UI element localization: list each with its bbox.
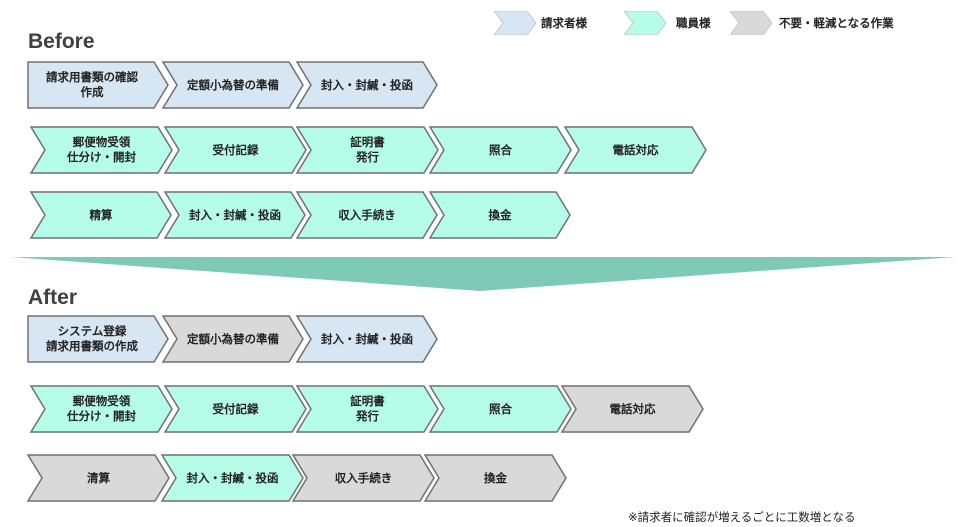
- step-label: 証明書 発行: [350, 394, 385, 423]
- chevron-shape: [29, 191, 172, 239]
- chevron-shape: [295, 315, 438, 363]
- step-label: 照合: [489, 401, 512, 416]
- step-label: 照合: [489, 142, 512, 157]
- legend-swatch-icon: [624, 11, 666, 35]
- chevron-shape: [163, 126, 307, 174]
- after-step: 清算: [26, 454, 170, 502]
- step-label: 封入・封緘・投函: [186, 470, 279, 485]
- chevron-shape: [428, 191, 571, 239]
- after-step: 照合: [428, 385, 572, 433]
- step-label: 清算: [87, 470, 110, 485]
- legend-swatch-icon: [494, 11, 536, 35]
- before-step: 照合: [428, 126, 572, 174]
- after-step: 受付記録: [163, 385, 307, 433]
- chevron-shape: [161, 61, 304, 109]
- step-label: 定額小為替の準備: [187, 77, 279, 92]
- after-step: 封入・封緘・投函: [160, 454, 304, 502]
- chevron-shape: [560, 385, 704, 433]
- step-label: システム登録 請求用書類の作成: [46, 324, 138, 353]
- after-step: 定額小為替の準備: [161, 315, 304, 363]
- step-label: 郵便物受領 仕分け・開封: [67, 135, 136, 164]
- step-label: 換金: [488, 207, 512, 222]
- step-label: 収入手続き: [338, 207, 396, 222]
- after-step: システム登録 請求用書類の作成: [27, 315, 169, 363]
- step-label: 電話対応: [609, 401, 656, 416]
- after-step: 換金: [423, 454, 567, 502]
- step-label: 封入・封緘・投函: [321, 77, 413, 92]
- after-step: 収入手続き: [291, 454, 435, 502]
- down-arrow-banner: [10, 257, 956, 291]
- before-step: 収入手続き: [295, 191, 438, 239]
- step-label: 電話対応: [612, 142, 659, 157]
- footnote: ※請求者に確認が増えるごとに工数増となる: [628, 510, 856, 524]
- after-step: 郵便物受領 仕分け・開封: [29, 385, 173, 433]
- step-label: 封入・封緘・投函: [321, 331, 413, 346]
- chevron-shape: [27, 61, 169, 109]
- chevron-shape: [27, 315, 169, 363]
- chevron-shape: [29, 126, 173, 174]
- chevron-shape: [563, 126, 707, 174]
- step-label: 請求用書類の確認 作成: [46, 70, 138, 99]
- before-step: 受付記録: [163, 126, 307, 174]
- legend-swatch-icon: [730, 11, 772, 35]
- step-label: 証明書 発行: [350, 135, 385, 164]
- chevron-shape: [295, 61, 438, 109]
- step-label: 封入・封緘・投函: [189, 207, 281, 222]
- before-step: 電話対応: [563, 126, 707, 174]
- after-title: After: [28, 286, 78, 309]
- step-label: 定額小為替の準備: [187, 331, 279, 346]
- chevron-shape: [26, 454, 170, 502]
- step-label: 精算: [89, 207, 113, 222]
- step-label: 換金: [484, 470, 507, 485]
- chevron-shape: [163, 191, 306, 239]
- after-step: 電話対応: [560, 385, 704, 433]
- before-step: 封入・封緘・投函: [163, 191, 306, 239]
- chevron-shape: [161, 315, 304, 363]
- before-title: Before: [28, 30, 95, 53]
- chevron-shape: [423, 454, 567, 502]
- legend-label: 不要・軽減となる作業: [779, 16, 894, 30]
- chevron-shape: [428, 385, 572, 433]
- before-step: 精算: [29, 191, 172, 239]
- chevron-shape: [163, 385, 307, 433]
- legend-label: 職員様: [676, 16, 711, 30]
- chevron-shape: [295, 126, 439, 174]
- before-step: 請求用書類の確認 作成: [27, 61, 169, 109]
- chevron-shape: [295, 191, 438, 239]
- step-label: 郵便物受領 仕分け・開封: [67, 394, 136, 423]
- chevron-shape: [29, 385, 173, 433]
- chevron-shape: [428, 126, 572, 174]
- step-label: 収入手続き: [334, 470, 393, 485]
- before-step: 換金: [428, 191, 571, 239]
- after-step: 証明書 発行: [295, 385, 439, 433]
- before-step: 郵便物受領 仕分け・開封: [29, 126, 173, 174]
- chevron-shape: [295, 385, 439, 433]
- chevron-shape: [291, 454, 435, 502]
- after-step: 封入・封緘・投函: [295, 315, 438, 363]
- chevron-shape: [160, 454, 304, 502]
- step-label: 受付記録: [212, 401, 259, 416]
- legend-label: 請求者様: [541, 16, 587, 30]
- before-step: 証明書 発行: [295, 126, 439, 174]
- step-label: 受付記録: [212, 142, 259, 157]
- before-step: 封入・封緘・投函: [295, 61, 438, 109]
- before-step: 定額小為替の準備: [161, 61, 304, 109]
